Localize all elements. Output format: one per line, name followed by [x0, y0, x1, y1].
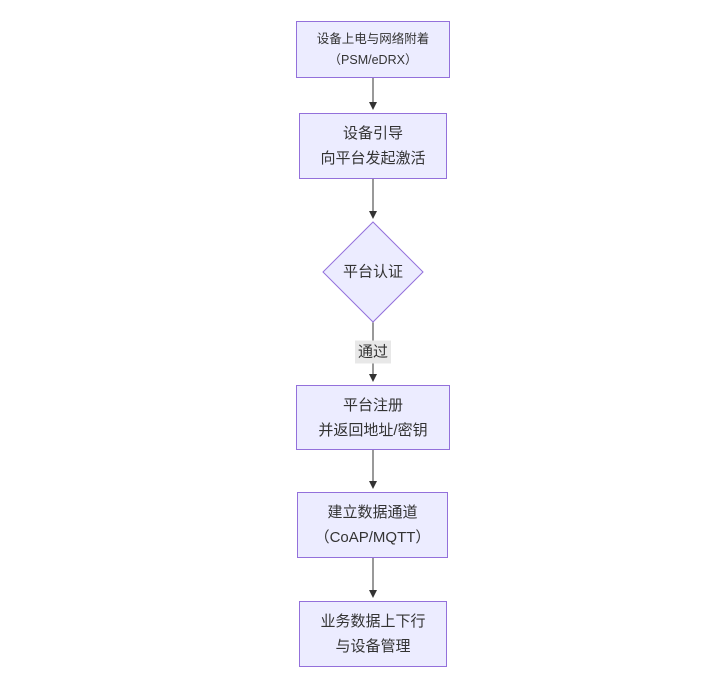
node-label-line: （PSM/eDRX） — [328, 52, 418, 67]
node-label-line: 与设备管理 — [335, 638, 411, 655]
node-data-channel: 建立数据通道 （CoAP/MQTT） — [297, 492, 448, 558]
node-label-line: 设备上电与网络附着 — [316, 31, 430, 46]
node-device-bootstrap: 设备引导 向平台发起激活 — [299, 113, 447, 179]
node-label-line: 并返回地址/密钥 — [318, 421, 428, 439]
node-label-line: 业务数据上下行 — [320, 613, 426, 630]
node-label-line: 向平台发起激活 — [320, 150, 426, 167]
decision-diamond-shape — [322, 221, 424, 323]
node-label-line: 平台注册 — [342, 396, 403, 414]
node-platform-register: 平台注册 并返回地址/密钥 — [296, 385, 450, 450]
node-power-network-attach: 设备上电与网络附着 （PSM/eDRX） — [296, 21, 450, 78]
edge-label-pass: 通过 — [354, 340, 392, 364]
node-label-line: 设备引导 — [342, 125, 403, 142]
node-label-line: （CoAP/MQTT） — [314, 529, 431, 546]
node-business-data: 业务数据上下行 与设备管理 — [299, 601, 447, 667]
node-platform-auth-label: 平台认证 — [342, 263, 404, 281]
node-label-line: 建立数据通道 — [327, 504, 418, 521]
